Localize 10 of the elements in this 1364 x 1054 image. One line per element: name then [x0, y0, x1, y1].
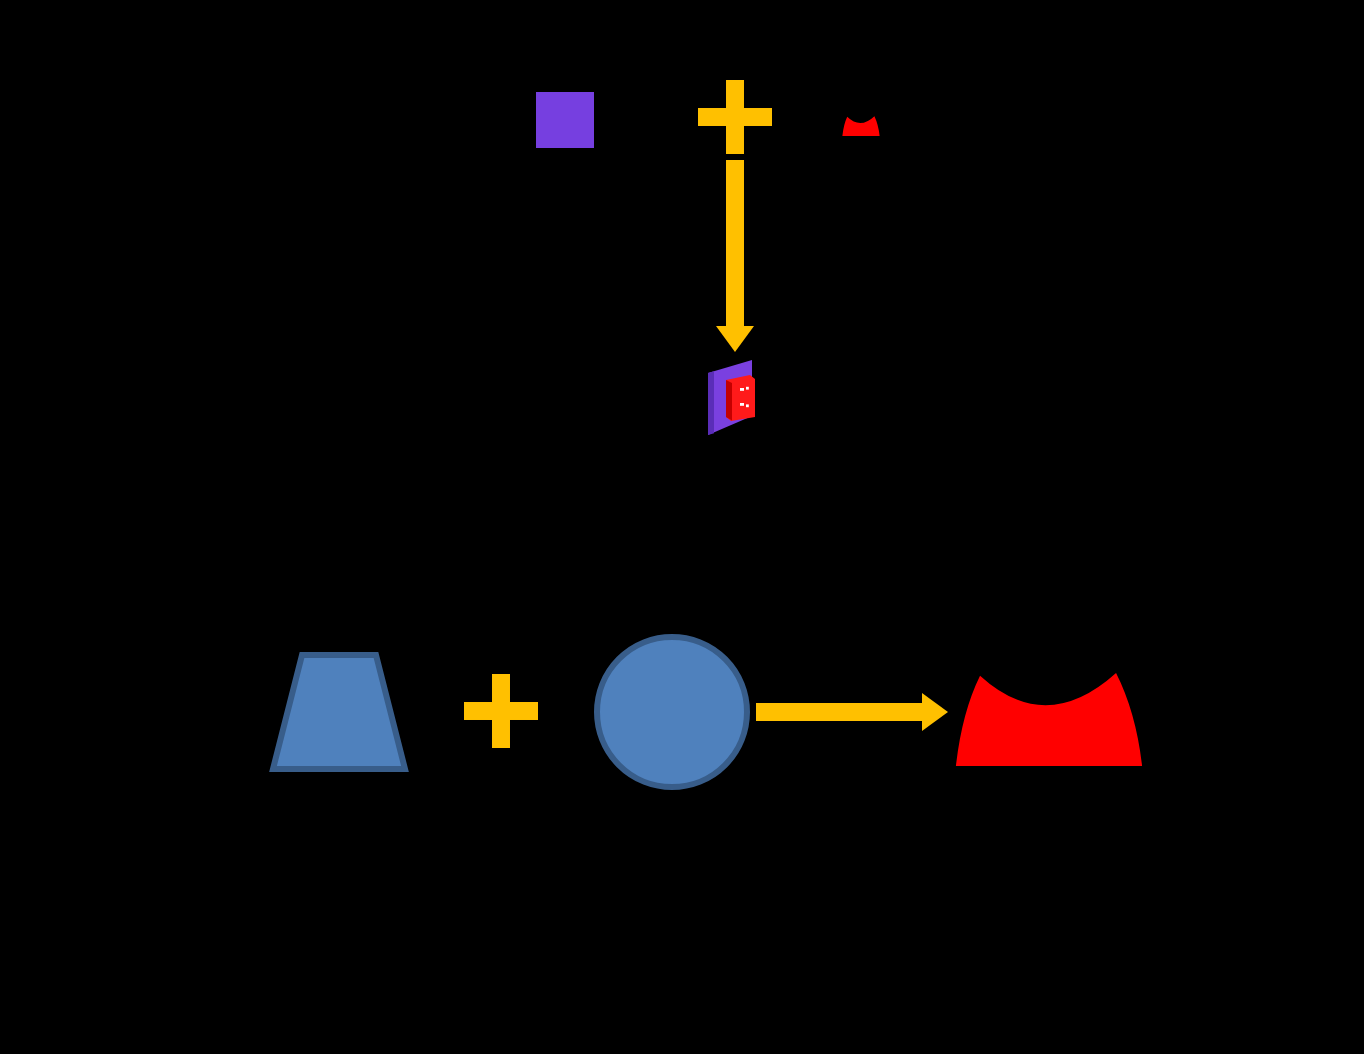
circle-shape [594, 634, 750, 790]
square-shape [536, 92, 594, 148]
arrow [756, 693, 948, 731]
trapezoid-shape [270, 652, 408, 772]
arrow [716, 160, 754, 352]
bowl-shape [954, 672, 1144, 766]
block-assembly-drawing [708, 358, 756, 436]
plus-sign [698, 80, 772, 154]
bowl-shape [842, 116, 880, 136]
plus-sign [464, 674, 538, 748]
